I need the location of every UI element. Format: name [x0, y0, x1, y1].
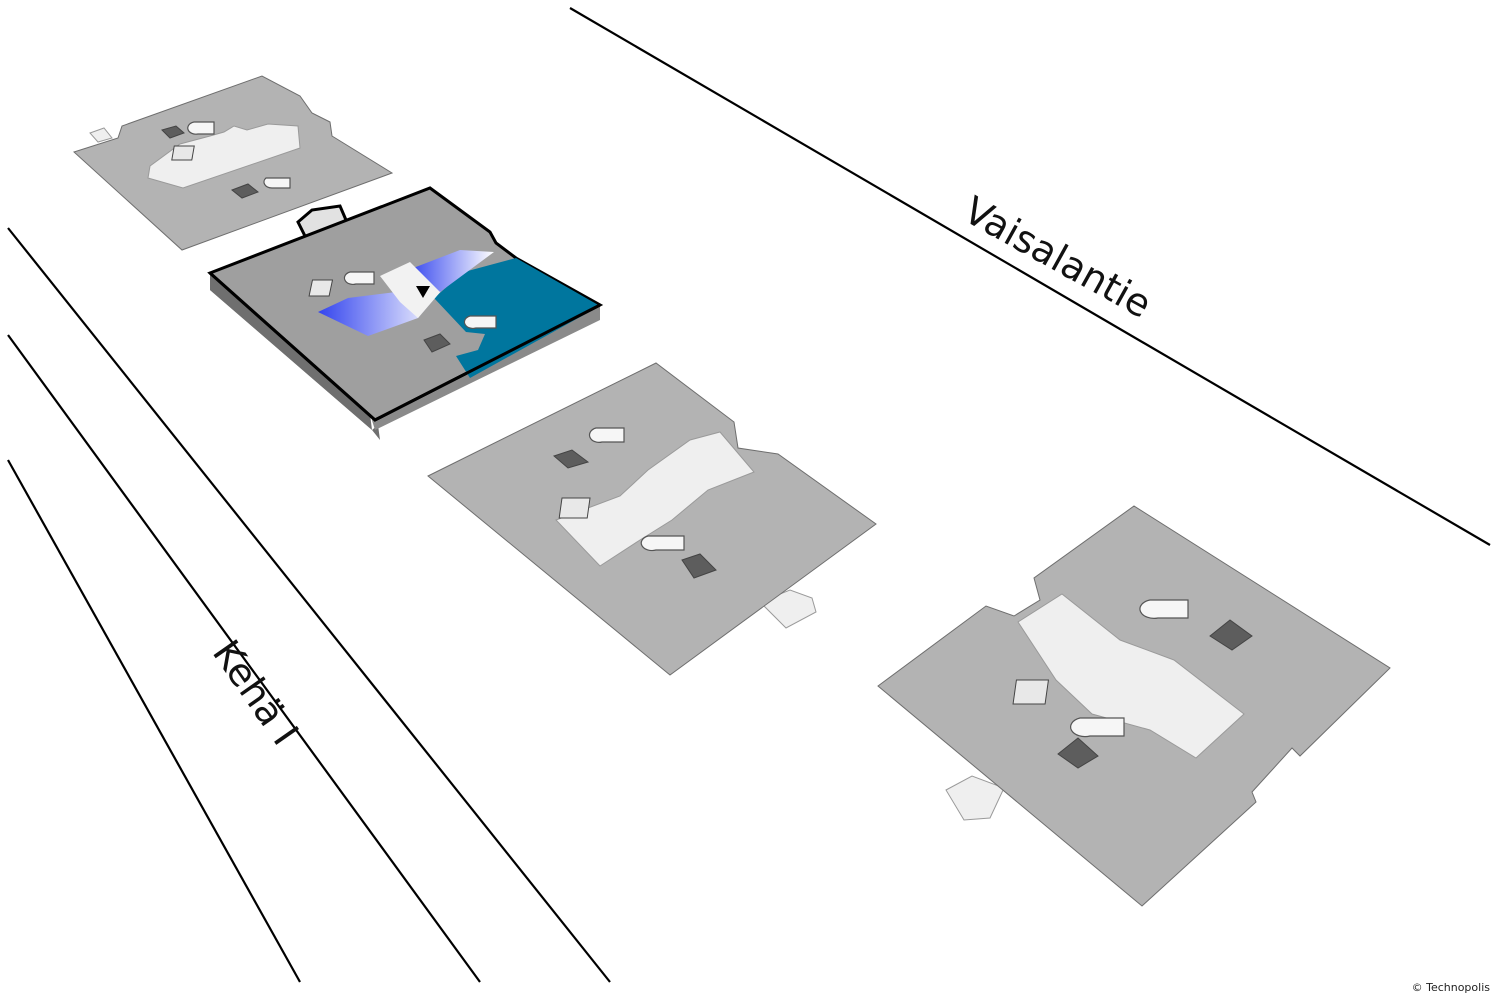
keha1-road-line-2 — [7, 334, 481, 983]
keha1-road-line-3 — [7, 459, 301, 983]
building-2[interactable] — [207, 186, 604, 440]
keha1-road-line-1 — [7, 227, 611, 983]
location-arrow-icon — [416, 286, 430, 298]
vaisalantie-road — [569, 7, 1491, 546]
building-4[interactable] — [877, 505, 1391, 907]
building-3[interactable] — [427, 362, 877, 676]
copyright-text: © Technopolis — [1411, 981, 1490, 994]
building-1[interactable] — [73, 75, 394, 251]
